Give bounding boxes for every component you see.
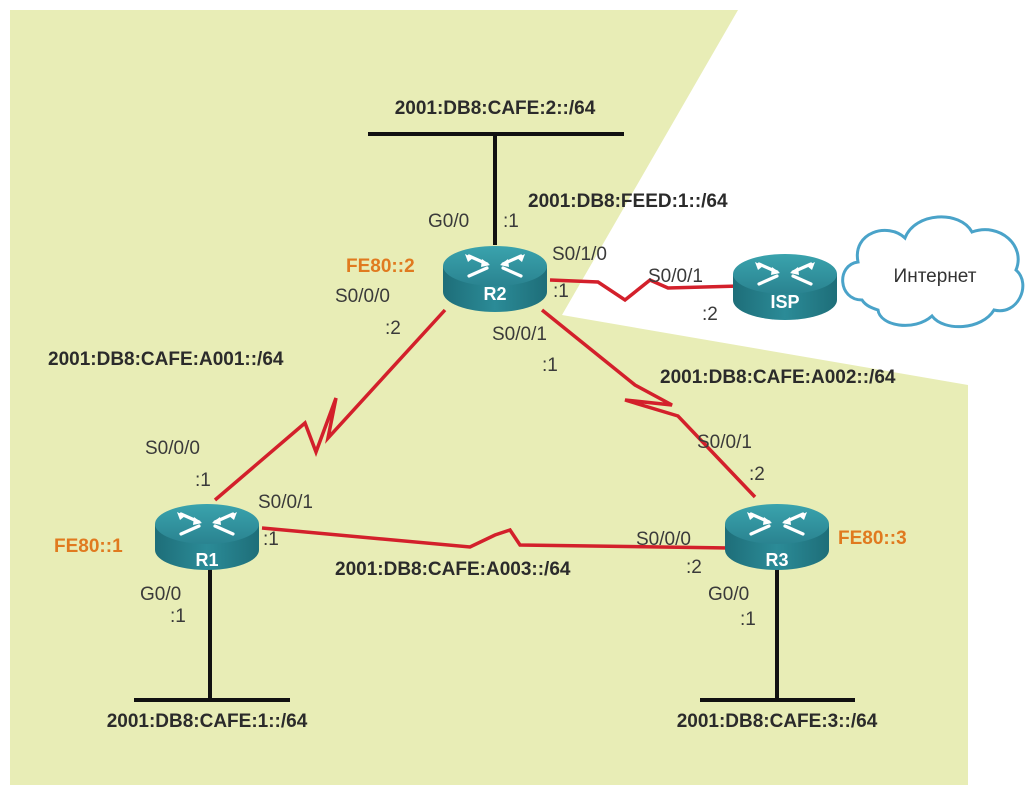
r3-s0-0-0: S0/0/0 (636, 529, 691, 550)
r1-s0-0-0-host: :1 (195, 470, 211, 491)
isp-s0-0-1: S0/0/1 (648, 266, 703, 287)
network-isp-link: 2001:DB8:FEED:1::/64 (528, 191, 728, 212)
serial-r1-r3 (261, 526, 731, 550)
router-r1[interactable]: R1 (153, 502, 261, 572)
cloud-icon (841, 215, 1025, 329)
r3-s0-0-0-host: :2 (686, 557, 702, 578)
r3-s0-0-1-host: :2 (749, 464, 765, 485)
serial-r2-isp (549, 277, 741, 303)
network-r1-r3: 2001:DB8:CAFE:A003::/64 (335, 559, 571, 580)
ethernet-links (134, 132, 855, 702)
router-r2-label: R2 (483, 284, 506, 304)
router-r2[interactable]: R2 (441, 244, 549, 314)
internet-cloud: Интернет (841, 215, 1025, 329)
r3-g0-0: G0/0 (708, 584, 749, 605)
cloud-label: Интернет (894, 266, 977, 287)
serial-r1-r2 (213, 308, 447, 502)
background-zone (10, 10, 968, 785)
router-isp[interactable]: ISP (731, 252, 839, 322)
isp-s0-0-1-host: :2 (702, 304, 718, 325)
network-r2-lan: 2001:DB8:CAFE:2::/64 (395, 98, 596, 119)
network-labels: 2001:DB8:CAFE:2::/64 2001:DB8:FEED:1::/6… (48, 98, 896, 732)
r1-s0-0-1-host: :1 (263, 529, 279, 550)
router-isp-label: ISP (770, 292, 799, 312)
r2-g0-0-host: :1 (503, 211, 519, 232)
r2-s0-0-1: S0/0/1 (492, 324, 547, 345)
r1-g0-0-host: :1 (170, 606, 186, 627)
serial-links (213, 277, 757, 550)
network-r3-lan: 2001:DB8:CAFE:3::/64 (677, 711, 878, 732)
r1-g0-0: G0/0 (140, 584, 181, 605)
router-r3[interactable]: R3 (723, 502, 831, 572)
serial-r2-r3 (540, 308, 757, 499)
r3-link-local: FE80::3 (838, 528, 907, 549)
router-r3-label: R3 (765, 550, 788, 570)
link-local-labels: FE80::2 FE80::1 FE80::3 (54, 256, 907, 557)
network-r2-r3: 2001:DB8:CAFE:A002::/64 (660, 367, 896, 388)
r2-g0-0: G0/0 (428, 211, 469, 232)
r1-s0-0-0: S0/0/0 (145, 438, 200, 459)
r2-s0-1-0: S0/1/0 (552, 244, 607, 265)
r2-link-local: FE80::2 (346, 256, 415, 277)
r2-s0-0-0: S0/0/0 (335, 286, 390, 307)
network-r1-r2: 2001:DB8:CAFE:A001::/64 (48, 349, 284, 370)
r2-s0-0-0-host: :2 (385, 318, 401, 339)
r1-s0-0-1: S0/0/1 (258, 492, 313, 513)
r3-g0-0-host: :1 (740, 609, 756, 630)
r3-s0-0-1: S0/0/1 (697, 432, 752, 453)
interface-labels: G0/0 :1 S0/1/0 :1 S0/0/1 :2 S0/0/0 :2 S0… (140, 211, 765, 630)
r1-link-local: FE80::1 (54, 536, 123, 557)
network-r1-lan: 2001:DB8:CAFE:1::/64 (107, 711, 308, 732)
r2-s0-0-1-host: :1 (542, 355, 558, 376)
r2-s0-1-0-host: :1 (553, 281, 569, 302)
router-r1-label: R1 (195, 550, 218, 570)
